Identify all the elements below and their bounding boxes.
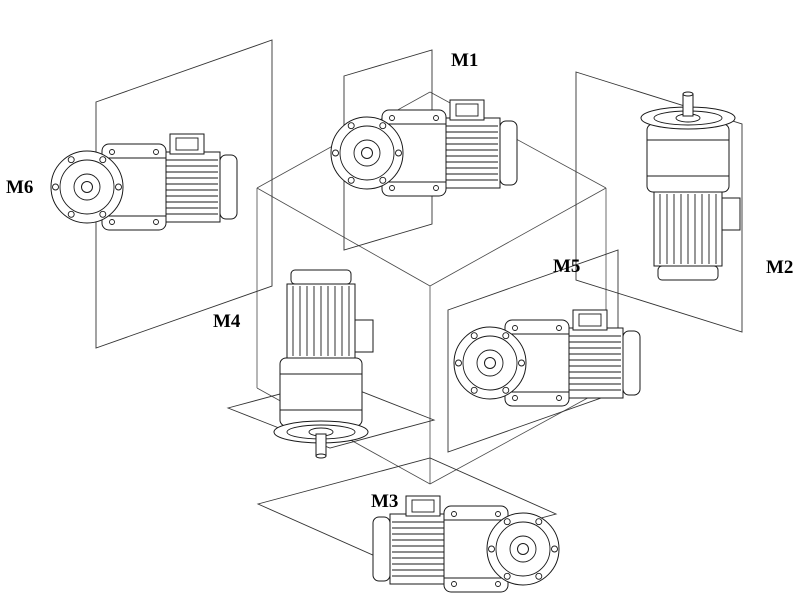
mounting-panel-m6	[95, 39, 273, 349]
label-m5: M5	[553, 256, 580, 277]
label-m6: M6	[6, 177, 33, 198]
label-m2: M2	[766, 257, 793, 278]
gearmotor-m3-drawing	[372, 495, 560, 593]
mounting-panel-m1	[343, 49, 433, 251]
label-m1: M1	[451, 50, 478, 71]
gearmotor-m4-drawing	[273, 269, 374, 459]
label-m3: M3	[371, 491, 398, 512]
mounting-panel-m3	[256, 457, 558, 561]
label-m4: M4	[213, 311, 241, 332]
gearmotor-m5-drawing	[453, 309, 641, 407]
gearmotor-m1-drawing	[330, 99, 518, 197]
gearmotor-m6-drawing	[50, 133, 238, 231]
gearmotor-m2-drawing	[640, 91, 741, 281]
